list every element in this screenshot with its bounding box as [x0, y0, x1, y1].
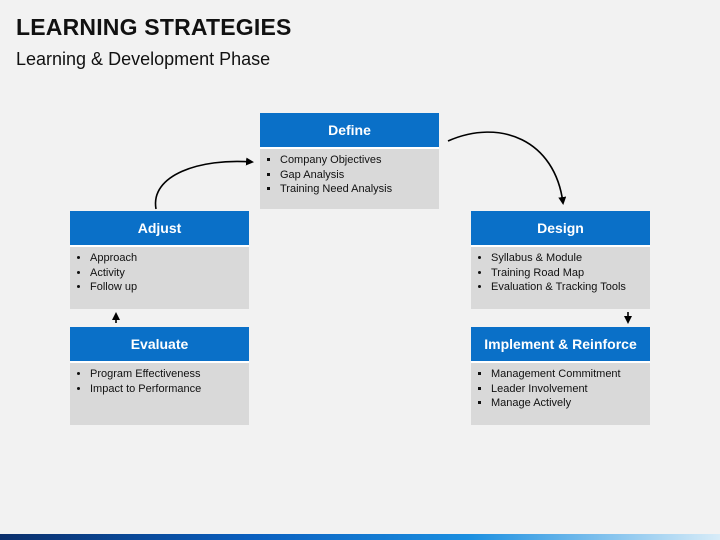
list-item: Impact to Performance [90, 382, 249, 397]
implement-box-body: Management Commitment Leader Involvement… [471, 363, 650, 425]
arrow-define-to-design [447, 131, 567, 205]
adjust-list: Approach Activity Follow up [70, 251, 249, 295]
define-box-body: Company Objectives Gap Analysis Training… [260, 149, 439, 209]
list-item: Company Objectives [280, 153, 439, 168]
list-item: Approach [90, 251, 249, 266]
design-box-body: Syllabus & Module Training Road Map Eval… [471, 247, 650, 309]
evaluate-box: Evaluate Program Effectiveness Impact to… [70, 327, 249, 425]
list-item: Training Road Map [491, 266, 650, 281]
design-box-title: Design [471, 211, 650, 247]
adjust-box-body: Approach Activity Follow up [70, 247, 249, 309]
design-list: Syllabus & Module Training Road Map Eval… [471, 251, 650, 295]
evaluate-box-title: Evaluate [70, 327, 249, 363]
list-item: Follow up [90, 280, 249, 295]
implement-box-title: Implement & Reinforce [471, 327, 650, 363]
design-box: Design Syllabus & Module Training Road M… [471, 211, 650, 309]
page-subtitle: Learning & Development Phase [16, 49, 271, 69]
page-title: LEARNING STRATEGIES [16, 14, 292, 40]
list-item: Program Effectiveness [90, 367, 249, 382]
define-box-title: Define [260, 113, 439, 149]
adjust-box-title: Adjust [70, 211, 249, 247]
list-item: Activity [90, 266, 249, 281]
list-item: Gap Analysis [280, 168, 439, 183]
define-list: Company Objectives Gap Analysis Training… [260, 153, 439, 197]
footer-gradient-bar [0, 534, 720, 540]
evaluate-box-body: Program Effectiveness Impact to Performa… [70, 363, 249, 425]
list-item: Evaluation & Tracking Tools [491, 280, 650, 295]
arrow-adjust-to-define [154, 157, 254, 210]
list-item: Leader Involvement [491, 382, 650, 397]
implement-box: Implement & Reinforce Management Commitm… [471, 327, 650, 425]
evaluate-list: Program Effectiveness Impact to Performa… [70, 367, 249, 396]
list-item: Management Commitment [491, 367, 650, 382]
list-item: Syllabus & Module [491, 251, 650, 266]
list-item: Manage Actively [491, 396, 650, 411]
adjust-box: Adjust Approach Activity Follow up [70, 211, 249, 309]
define-box: Define Company Objectives Gap Analysis T… [260, 113, 439, 209]
implement-list: Management Commitment Leader Involvement… [471, 367, 650, 411]
list-item: Training Need Analysis [280, 182, 439, 197]
